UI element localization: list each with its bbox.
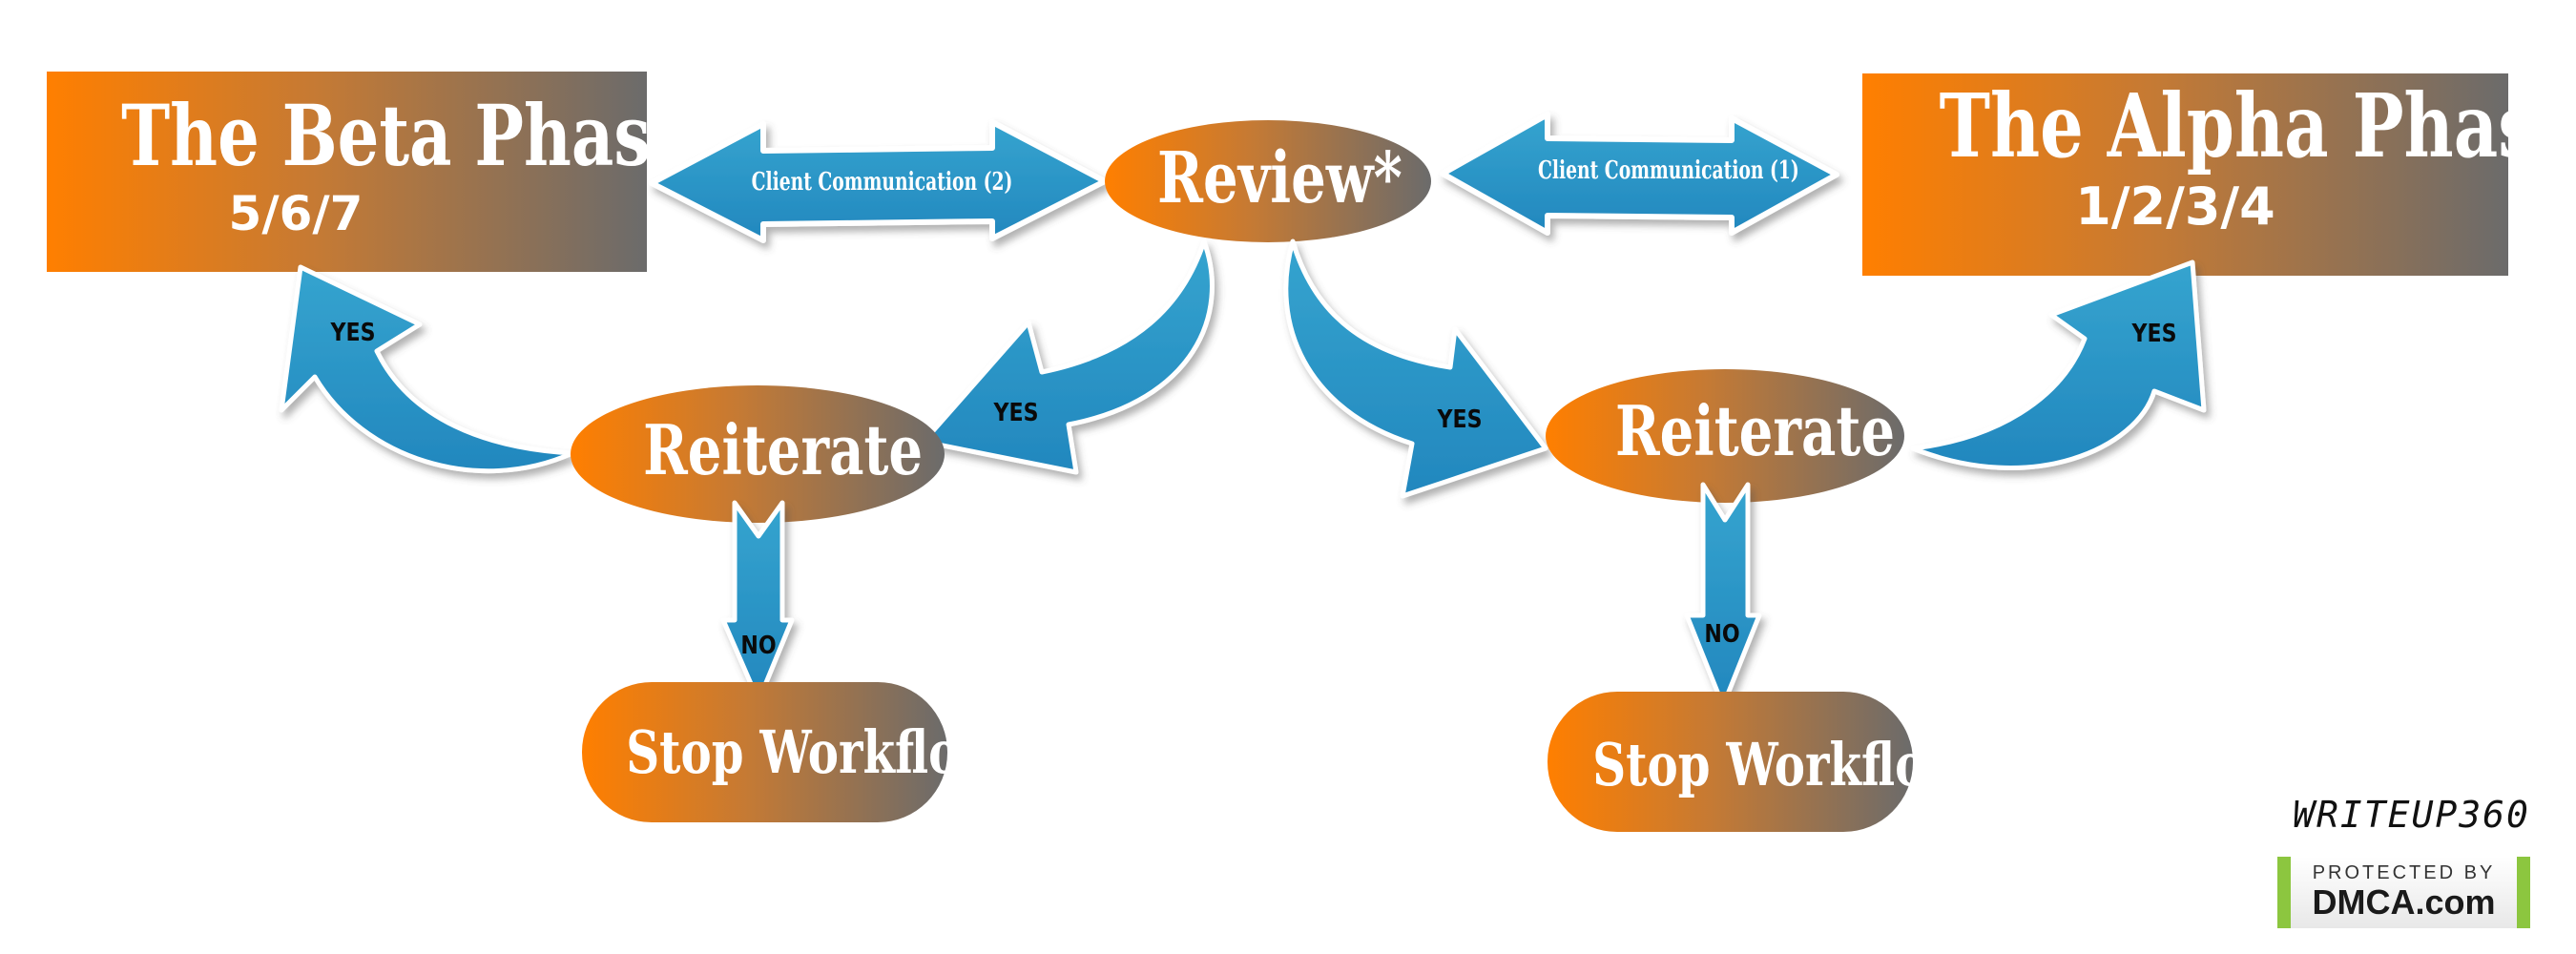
beta-phase-box	[47, 72, 647, 272]
client-communication-right-arrow	[1440, 112, 1839, 236]
dmca-badge[interactable]: PROTECTED BY DMCA.com	[2277, 857, 2530, 928]
beta-phase-title: The Beta Phase	[121, 86, 693, 185]
review-label: Review*	[1157, 137, 1402, 219]
yes-arrow-reiterate-to-alpha	[1910, 259, 2207, 470]
stop-workflow-right-node	[1548, 692, 1913, 832]
alpha-phase-title: The Alpha Phase	[1939, 74, 2576, 177]
no-arrow-left	[720, 500, 795, 704]
reiterate-right-label: Reiterate	[1615, 390, 1896, 471]
review-node	[1105, 120, 1431, 242]
reiterate-left-node	[571, 385, 945, 523]
dmca-badge-line2: DMCA.com	[2312, 882, 2496, 922]
yes-label-review-to-reiterate-right: YES	[1437, 405, 1483, 434]
yes-label-review-to-reiterate-left: YES	[993, 399, 1039, 427]
yes-arrow-review-to-reiterate-left	[921, 238, 1215, 475]
alpha-phase-box	[1862, 73, 2508, 276]
stop-workflow-left-label: Stop Workflow	[626, 717, 1000, 787]
yes-label-reiterate-to-alpha: YES	[2131, 320, 2177, 348]
no-label-right: NO	[1704, 620, 1740, 649]
yes-arrow-reiterate-to-beta	[279, 264, 575, 474]
beta-phase-subtitle: 5/6/7	[228, 186, 364, 241]
stop-workflow-right-label: Stop Workflow	[1592, 730, 1966, 799]
client-communication-1-label: Client Communication (1)	[1538, 156, 1799, 185]
stop-workflow-left-node	[582, 682, 947, 822]
no-label-left: NO	[740, 632, 777, 660]
yes-arrow-review-to-reiterate-right	[1283, 238, 1548, 499]
yes-label-reiterate-to-beta: YES	[330, 319, 376, 347]
reiterate-left-label: Reiterate	[643, 409, 924, 490]
writeup360-logo: WRITEUP360	[2293, 794, 2530, 836]
client-communication-2-label: Client Communication (2)	[751, 168, 1013, 197]
no-arrow-right	[1684, 482, 1762, 709]
reiterate-right-node	[1546, 369, 1904, 503]
dmca-badge-line1: PROTECTED BY	[2312, 862, 2496, 883]
alpha-phase-subtitle: 1/2/3/4	[2075, 176, 2275, 237]
